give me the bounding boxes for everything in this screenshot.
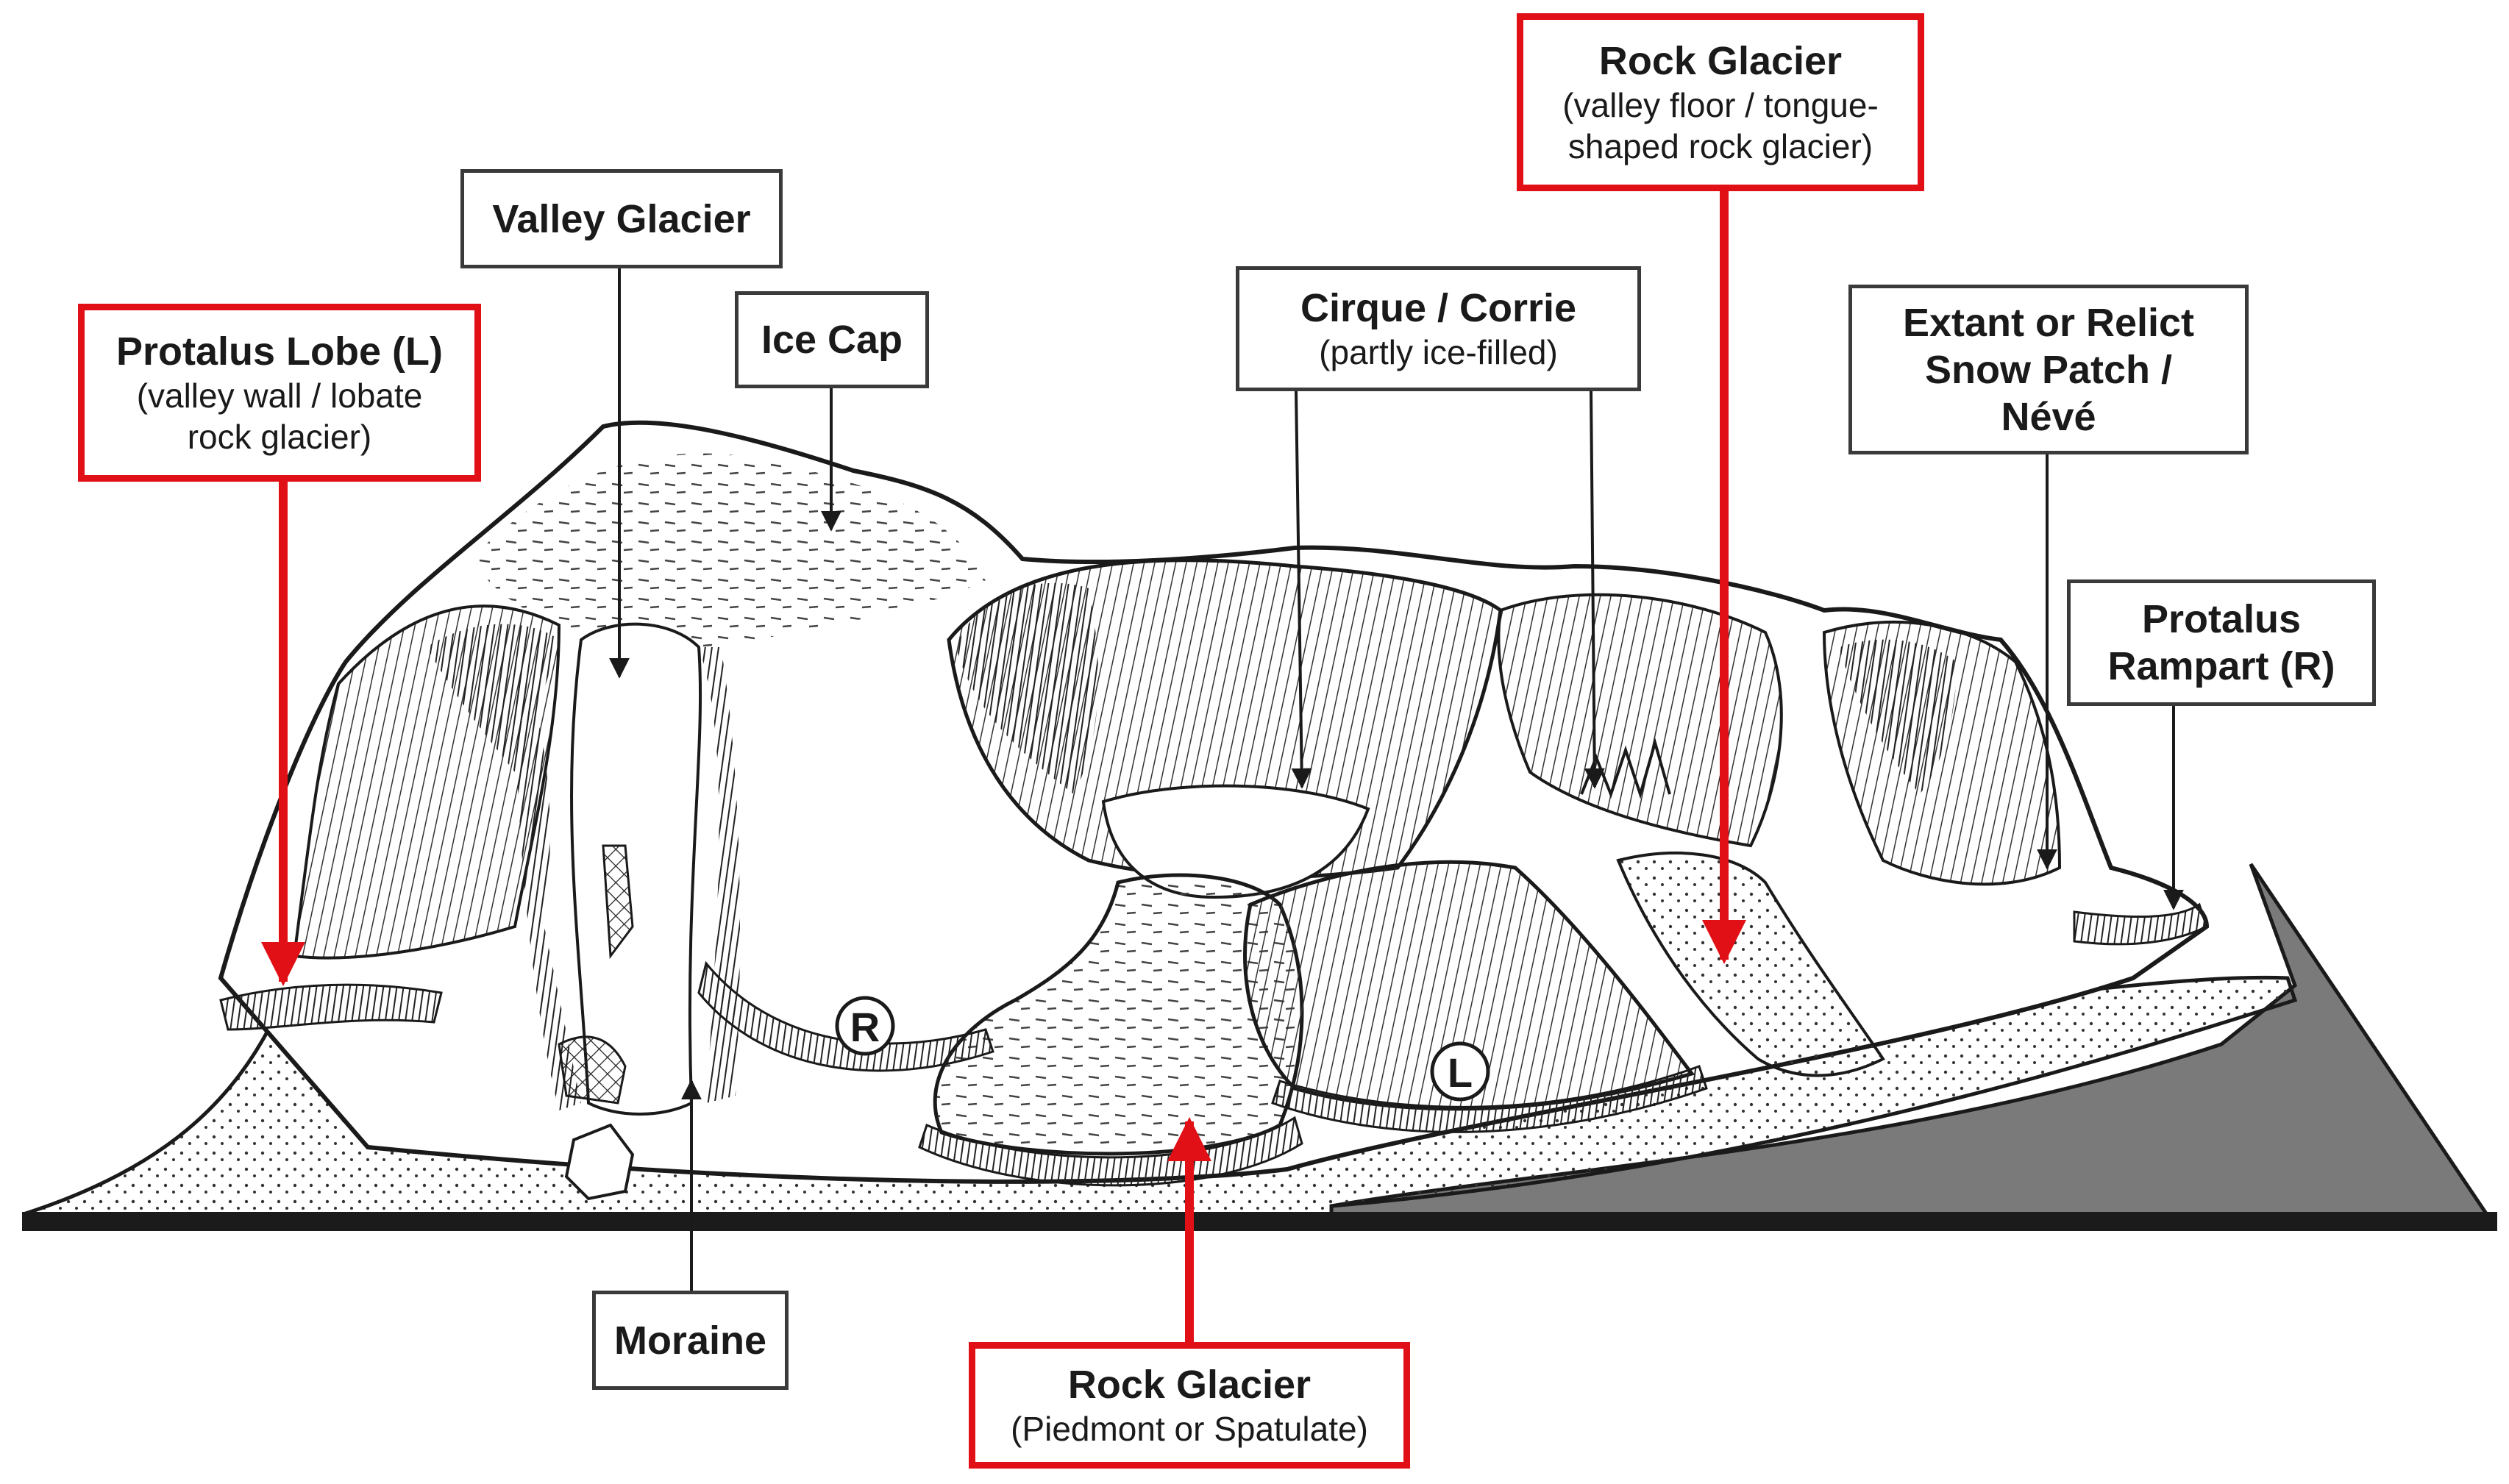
protalus-rampart-line2: Rampart (R) [2107,644,2335,688]
moraine-title: Moraine [613,1318,767,1363]
ice-cap-label: Ice Cap [735,291,929,388]
protalus-rampart-label: Protalus Rampart (R) [2067,579,2376,706]
cirque-title: Cirque / Corrie [1300,286,1577,330]
rock-glacier-bottom-label: Rock Glacier (Piedmont or Spatulate) [969,1342,1410,1469]
cirque-headwall-dark [956,582,1099,794]
lobe-marker: L [1448,1049,1473,1096]
cirque-arrow-left [1291,390,1312,789]
rock-glacier-bottom-title: Rock Glacier [1067,1363,1312,1407]
protalus-lobe-sub2: rock glacier) [187,418,372,456]
rampart-marker: R [850,1004,880,1050]
rampart-ridge [697,960,994,1072]
rampart-marker-circle [835,996,895,1056]
right-cirque [1497,593,1783,848]
moraine-crosshatch [558,844,634,1105]
ice-cap-title: Ice Cap [761,318,903,362]
protalus-lobe-title: Protalus Lobe (L) [116,329,443,374]
valley-glacier-walls [515,647,740,1110]
snow-patch-label: Extant or Relict Snow Patch / Névé [1848,285,2249,454]
tongue-rock-glacier [1616,852,1885,1077]
base-slab [22,1212,2497,1231]
rock-glacier-top-title: Rock Glacier [1598,39,1843,83]
protalus-lobe-ridge [219,983,443,1031]
rock-glacier-top-label: Rock Glacier (valley floor / tongue- sha… [1517,13,1924,191]
right-cirque-teeth [1580,737,1671,799]
moraine-boulders [564,1123,635,1201]
lobate-rim [1271,1065,1708,1133]
ice-cap-surface [471,453,986,647]
protalus-rampart-line1: Protalus [2141,597,2302,641]
protalus-lobe-sub1: (valley wall / lobate [136,377,423,415]
valley-glacier-label: Valley Glacier [460,169,783,268]
rock-glacier-bottom-sub1: (Piedmont or Spatulate) [1011,1410,1368,1448]
protalus-lobe-label: Protalus Lobe (L) (valley wall / lobate … [78,304,481,482]
rock-glacier-top-sub2: shaped rock glacier) [1567,127,1873,165]
moraine-label: Moraine [592,1291,789,1390]
snow-patch-line2: Snow Patch / [1924,347,2173,392]
cirque-sub1: (partly ice-filled) [1319,333,1558,371]
snow-patch-line1: Extant or Relict [1902,300,2195,345]
snow-patch-line3: Névé [2001,394,2096,439]
rock-glacier-top-sub1: (valley floor / tongue- [1562,86,1879,124]
protalus-rampart-ridge [2073,902,2208,946]
spatulate-rim [918,1116,1303,1187]
cirque-arrow-right [1584,390,1605,789]
cirque-label: Cirque / Corrie (partly ice-filled) [1236,266,1641,391]
far-right-cliff-dark [1839,639,1957,794]
lobe-marker-circle [1430,1041,1490,1102]
valley-glacier-title: Valley Glacier [492,196,751,241]
